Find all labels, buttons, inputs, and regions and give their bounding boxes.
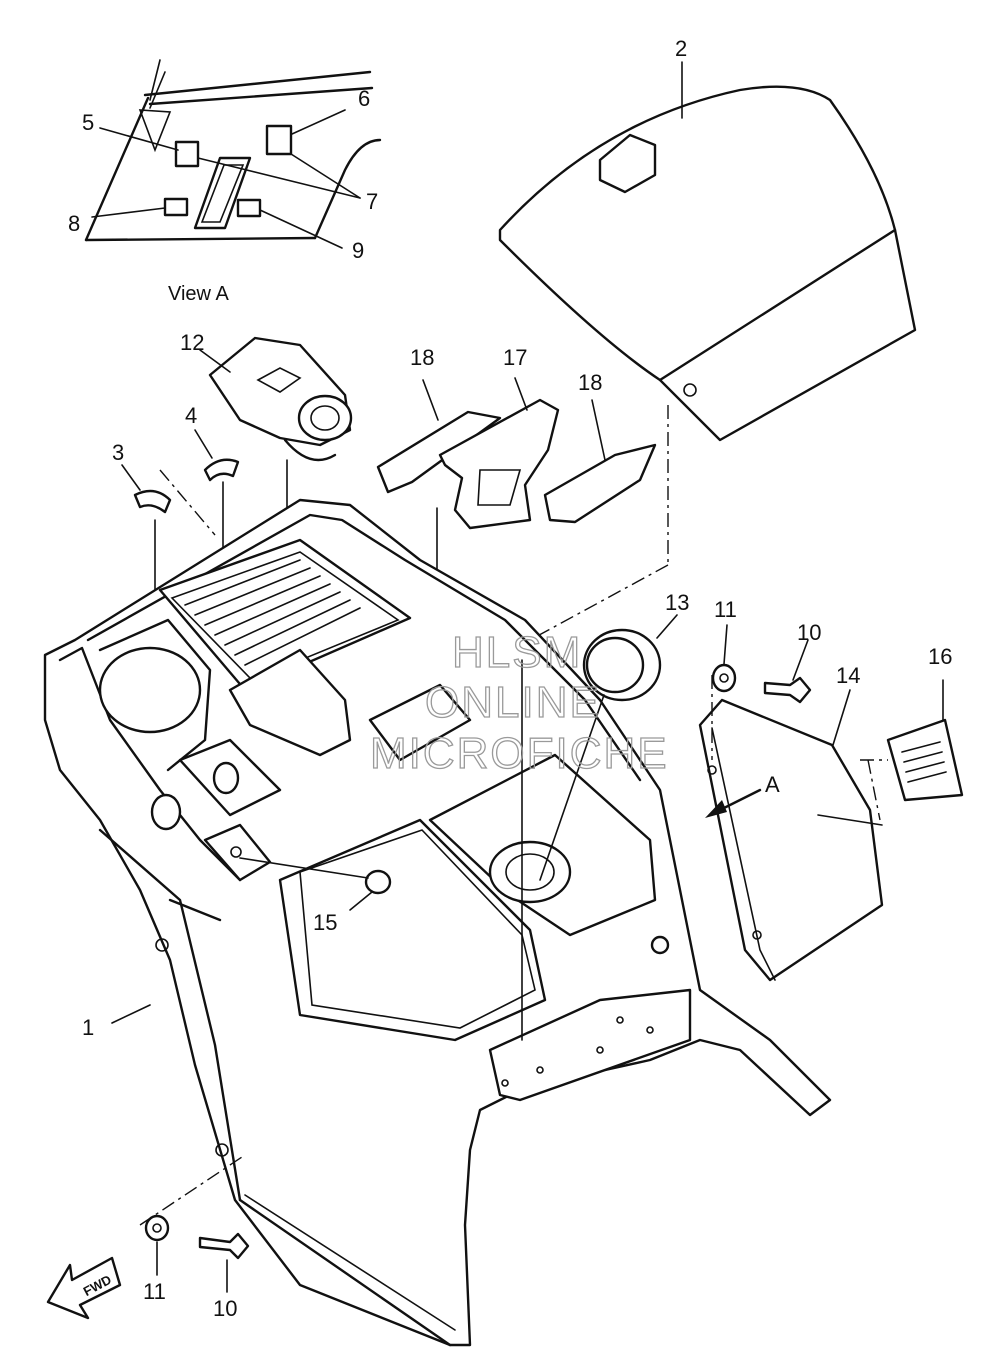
part-11-upper <box>711 663 737 693</box>
fasteners-upper <box>711 624 812 704</box>
callout-11-lower: 11 <box>143 1279 166 1304</box>
callout-8: 8 <box>68 211 80 236</box>
callout-18-right: 18 <box>578 370 602 395</box>
callout-9: 9 <box>352 238 364 263</box>
view-a-detail <box>84 59 382 249</box>
part-13-grommet <box>521 614 678 1041</box>
fasteners-lower <box>139 1154 250 1293</box>
watermark: HLSM ONLINE MICROFICHE <box>369 627 669 778</box>
callout-11-upper: 11 <box>714 597 737 622</box>
part-1-console <box>43 498 832 1347</box>
callout-18-left: 18 <box>410 345 434 370</box>
label-8 <box>163 197 189 217</box>
callout-10-lower: 10 <box>213 1296 237 1321</box>
view-arrow-label: A <box>765 772 780 797</box>
part-2-lid <box>498 61 917 641</box>
part-15-plug <box>239 857 392 911</box>
label-5 <box>174 140 200 168</box>
label-6 <box>265 124 293 156</box>
callout-16: 16 <box>928 644 952 669</box>
part-10-lower <box>198 1232 250 1260</box>
watermark-line-3: MICROFICHE <box>370 729 669 778</box>
view-a-caption: View A <box>168 283 229 305</box>
part-11-lower <box>144 1214 170 1242</box>
parts-17-18-bracket <box>376 377 657 721</box>
part-3 <box>133 489 172 514</box>
callout-numbers: 2 5 6 7 8 9 12 18 17 18 4 3 13 11 10 14 … <box>68 36 952 1321</box>
part-14-side-panel <box>698 675 884 982</box>
fwd-arrow: FWD <box>46 1256 122 1320</box>
callout-4: 4 <box>185 403 197 428</box>
label-9 <box>236 198 262 218</box>
callout-6: 6 <box>358 86 370 111</box>
callout-15: 15 <box>313 910 337 935</box>
part-4 <box>203 458 240 482</box>
callout-14: 14 <box>836 663 860 688</box>
part-18-right <box>543 443 657 524</box>
part-17 <box>438 398 560 530</box>
callout-13: 13 <box>665 590 689 615</box>
watermark-line-2: ONLINE <box>425 678 601 727</box>
callout-3: 3 <box>112 440 124 465</box>
callout-7: 7 <box>366 189 378 214</box>
callout-12: 12 <box>180 330 204 355</box>
watermark-line-1: HLSM <box>452 628 582 677</box>
part-16-decal <box>860 679 964 821</box>
callout-2: 2 <box>675 36 687 61</box>
callout-17: 17 <box>503 345 527 370</box>
callout-5: 5 <box>82 110 94 135</box>
part-10-upper <box>763 676 812 704</box>
callout-10-upper: 10 <box>797 620 821 645</box>
callout-1: 1 <box>82 1015 94 1040</box>
